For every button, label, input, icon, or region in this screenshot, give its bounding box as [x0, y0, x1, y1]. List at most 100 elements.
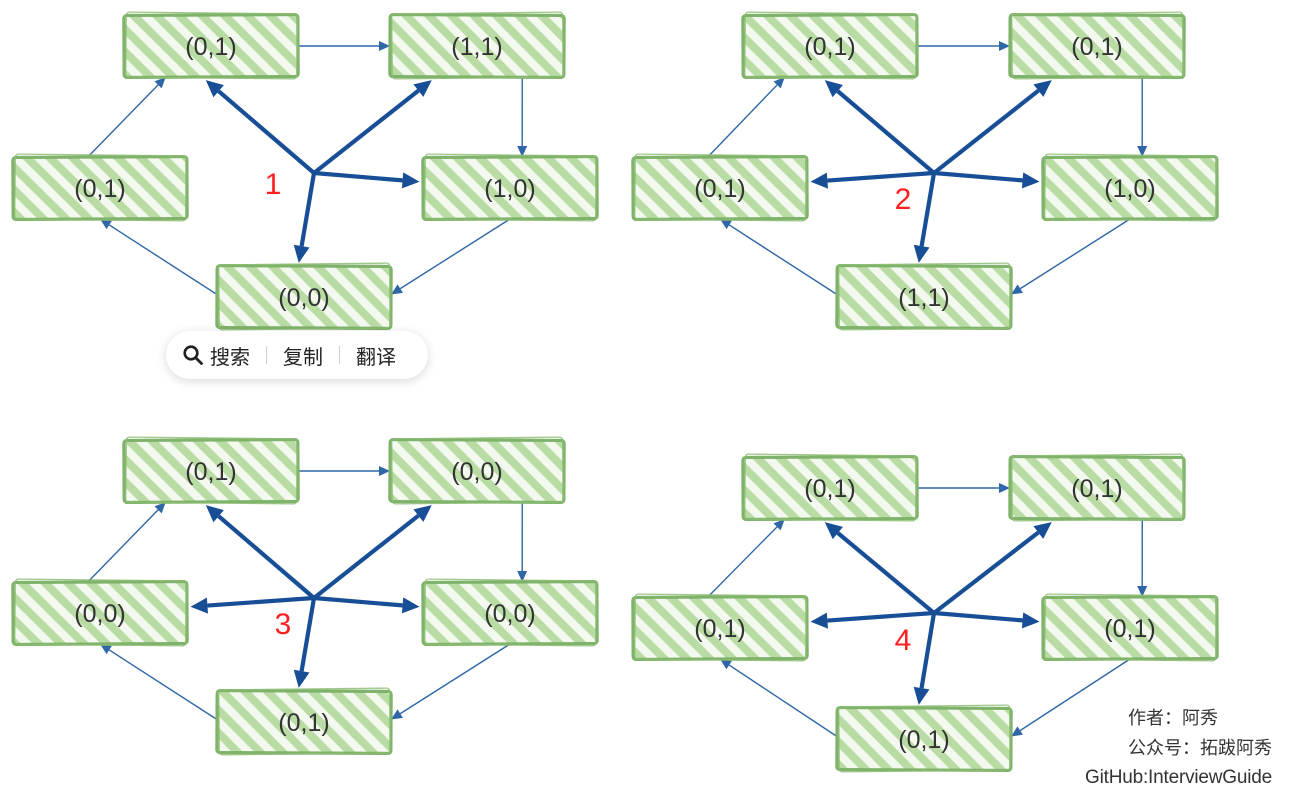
ring-arrow [1011, 658, 1131, 737]
hub-arrow-top-right [932, 522, 1052, 615]
hub-arrow-left [810, 610, 935, 629]
node-top-left: (0,1) [122, 436, 300, 505]
node-value: (0,0) [484, 600, 535, 628]
ring-arrow [298, 41, 390, 51]
state-diagram-1: (0,1) (1,1) (1,0) (0,0) (0,1) 1 [11, 11, 599, 331]
node-value: (0,0) [278, 284, 329, 312]
node-value: (1,1) [898, 284, 949, 312]
ring-arrow [517, 76, 528, 157]
ring-arrow [720, 659, 838, 738]
state-diagram-2: (0,1) (0,1) (1,0) (1,1) (0,1) 2 [631, 11, 1219, 331]
hub-arrow-bottom [293, 597, 317, 688]
hub-arrow-right [313, 170, 420, 189]
node-value: (0,0) [451, 458, 502, 486]
node-top-right: (1,1) [388, 11, 566, 80]
node-top-left: (0,1) [122, 11, 300, 80]
node-left: (0,0) [11, 578, 189, 647]
node-value: (1,0) [1104, 175, 1155, 203]
node-value: (0,1) [278, 709, 329, 737]
author-credit: 作者：阿秀 [1128, 708, 1218, 728]
search-button[interactable]: 搜索 [182, 341, 250, 370]
node-value: (0,1) [804, 33, 855, 61]
toolbar-divider [339, 346, 340, 364]
toolbar-divider [266, 346, 267, 364]
ring-arrow [87, 502, 166, 583]
ring-arrow [391, 218, 511, 295]
node-value: (0,1) [694, 175, 745, 203]
credits-watermark: 作者：阿秀 公众号：拓跋阿秀 GitHub:InterviewGuide [1085, 703, 1272, 793]
hub-arrow-top-left [824, 80, 936, 175]
node-bottom: (0,0) [215, 262, 393, 331]
step-label: 2 [895, 183, 912, 216]
node-top-right: (0,1) [1008, 11, 1186, 80]
search-icon [183, 345, 203, 365]
node-value: (0,1) [1104, 615, 1155, 643]
state-diagram-4: (0,1) (0,1) (0,1) (0,1) (0,1) 4 [631, 453, 1219, 773]
node-right: (1,0) [421, 153, 599, 222]
ring-arrow [391, 643, 511, 720]
ring-arrow [1011, 218, 1131, 295]
hub-arrow-bottom [913, 612, 937, 705]
step-label: 4 [895, 624, 912, 657]
hub-arrow-top-left [205, 80, 316, 175]
translate-button[interactable]: 翻译 [356, 341, 396, 370]
node-top-left: (0,1) [741, 453, 919, 522]
node-value: (0,1) [1071, 475, 1122, 503]
translate-label: 翻译 [356, 346, 396, 369]
ring-arrow [707, 519, 785, 598]
github-credit: GitHub:InterviewGuide [1085, 767, 1272, 788]
node-right: (0,1) [1041, 593, 1219, 662]
ring-arrow [517, 501, 528, 582]
text-selection-toolbar: 搜索 复制 翻译 [166, 331, 428, 379]
node-right: (0,0) [421, 578, 599, 647]
node-left: (0,1) [11, 153, 189, 222]
hub-arrow-right [313, 595, 420, 614]
node-value: (0,1) [898, 726, 949, 754]
step-label: 3 [275, 608, 292, 641]
node-bottom: (0,1) [215, 687, 393, 756]
node-top-right: (0,0) [388, 436, 566, 505]
node-value: (0,1) [804, 475, 855, 503]
node-bottom: (0,1) [835, 704, 1013, 773]
hub-arrow-bottom [913, 172, 937, 263]
ring-arrow [917, 483, 1010, 493]
ring-arrow [1137, 518, 1148, 597]
node-value: (0,1) [74, 175, 125, 203]
ring-arrow [298, 466, 390, 476]
hub-arrow-top-left [205, 505, 316, 600]
account-credit: 公众号：拓跋阿秀 [1128, 738, 1272, 758]
node-top-right: (0,1) [1008, 453, 1186, 522]
step-label: 1 [265, 168, 282, 201]
search-label: 搜索 [210, 346, 250, 369]
ring-arrow [87, 77, 166, 158]
ring-arrow [720, 219, 838, 296]
ring-arrow [707, 77, 785, 158]
hub-arrow-top-right [932, 80, 1052, 175]
ring-arrow [100, 644, 218, 721]
ring-arrow [100, 219, 218, 296]
node-value: (0,1) [694, 615, 745, 643]
node-value: (0,0) [74, 600, 125, 628]
copy-button[interactable]: 复制 [283, 341, 323, 370]
node-left: (0,1) [631, 593, 809, 662]
node-value: (0,1) [1071, 33, 1122, 61]
hub-arrow-left [810, 170, 935, 189]
node-value: (1,1) [451, 33, 502, 61]
node-left: (0,1) [631, 153, 809, 222]
hub-arrow-left [190, 595, 315, 614]
copy-label: 复制 [283, 346, 323, 369]
node-top-left: (0,1) [741, 11, 919, 80]
node-value: (0,1) [185, 458, 236, 486]
ring-arrow [917, 41, 1010, 51]
node-value: (0,1) [185, 33, 236, 61]
ring-arrow [1137, 76, 1148, 157]
hub-arrow-top-right [312, 80, 432, 175]
hub-arrow-bottom [293, 172, 317, 263]
hub-arrow-top-left [824, 522, 936, 615]
state-diagram-3: (0,1) (0,0) (0,0) (0,1) (0,0) 3 [11, 436, 599, 756]
node-bottom: (1,1) [835, 262, 1013, 331]
hub-arrow-right [933, 170, 1040, 189]
hub-arrow-right [933, 610, 1040, 629]
node-right: (1,0) [1041, 153, 1219, 222]
